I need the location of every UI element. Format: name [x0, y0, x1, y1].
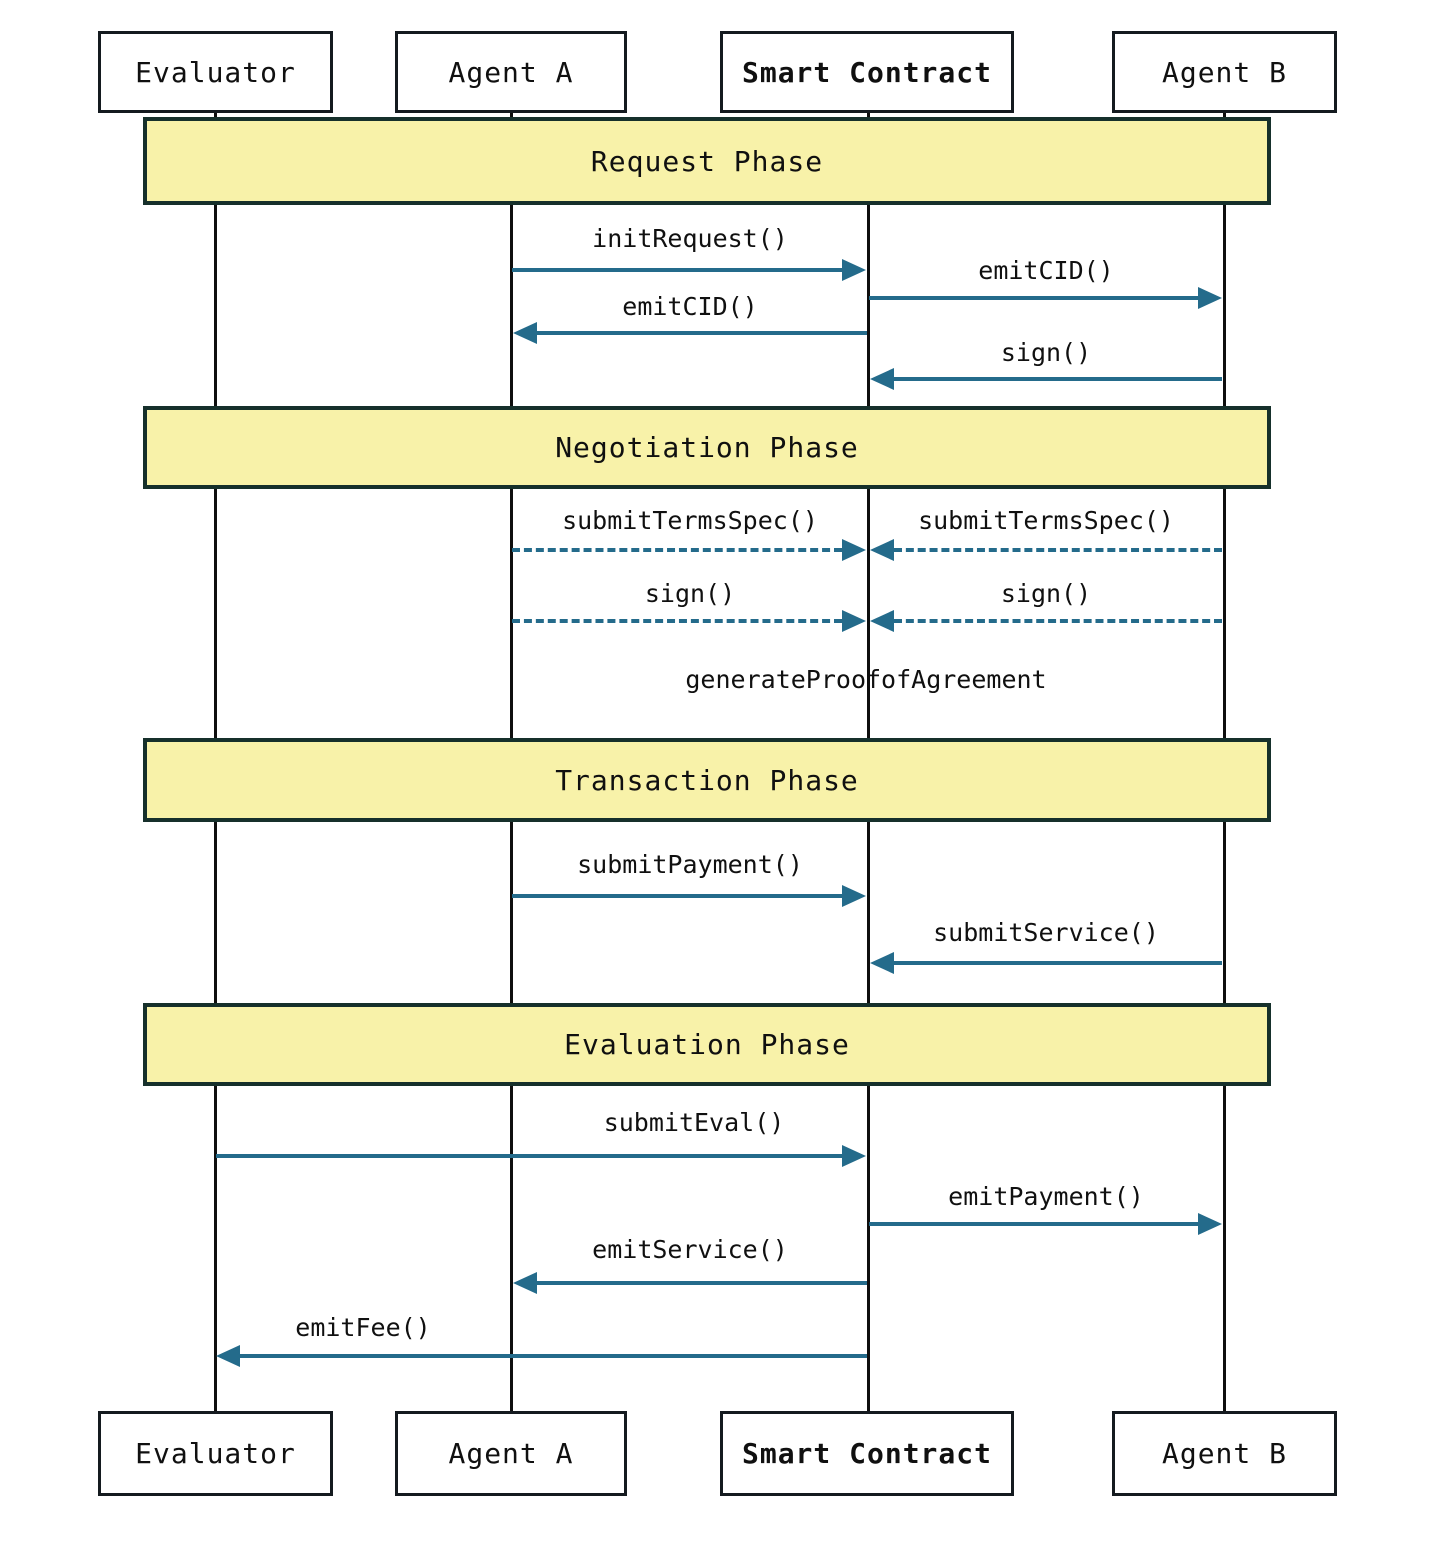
actor-box-agent-a-top: Agent A [395, 31, 627, 113]
actor-label: Evaluator [135, 55, 296, 89]
phase-band-evaluation: Evaluation Phase [143, 1003, 1271, 1086]
arrowhead-left-icon [513, 1272, 537, 1294]
message-line [869, 1222, 1200, 1226]
actor-box-evaluator-top: Evaluator [98, 31, 333, 113]
actor-label: Smart Contract [741, 1437, 992, 1470]
message-line [894, 619, 1222, 623]
message-label: emitFee() [295, 1313, 431, 1342]
message-line [512, 619, 842, 623]
message-label: sign() [1000, 338, 1092, 367]
phase-band-transaction: Transaction Phase [143, 738, 1271, 822]
message-label: emitCID() [622, 292, 758, 321]
actor-box-agent-b-top: Agent B [1112, 31, 1337, 113]
message-label: submitPayment() [577, 850, 803, 879]
actor-label: Evaluator [135, 1437, 296, 1470]
arrowhead-left-icon [870, 368, 894, 390]
actor-label: Agent B [1161, 1437, 1287, 1470]
actor-box-agent-a-bottom: Agent A [395, 1411, 627, 1496]
message-line [537, 1281, 867, 1285]
arrowhead-right-icon [842, 885, 866, 907]
arrowhead-right-icon [1198, 287, 1222, 309]
actor-box-smart-contract-top: Smart Contract [720, 31, 1014, 113]
arrowhead-left-icon [870, 539, 894, 561]
phase-label: Request Phase [590, 144, 824, 178]
arrowhead-left-icon [870, 610, 894, 632]
arrowhead-right-icon [842, 259, 866, 281]
message-line [894, 377, 1222, 381]
phase-band-request: Request Phase [143, 117, 1271, 205]
actor-box-evaluator-bottom: Evaluator [98, 1411, 333, 1496]
arrowhead-left-icon [513, 322, 537, 344]
message-label: submitTermsSpec() [562, 506, 818, 535]
phase-band-negotiation: Negotiation Phase [143, 406, 1271, 489]
arrowhead-right-icon [842, 610, 866, 632]
message-line [240, 1354, 867, 1358]
actor-label: Agent B [1161, 55, 1287, 89]
message-label: emitCID() [978, 256, 1114, 285]
arrowhead-right-icon [842, 1145, 866, 1167]
message-label: emitService() [592, 1235, 788, 1264]
actor-box-smart-contract-bottom: Smart Contract [720, 1411, 1014, 1496]
message-label: emitPayment() [948, 1182, 1144, 1211]
message-line [216, 1154, 844, 1158]
message-label: submitEval() [603, 1108, 785, 1137]
phase-label: Transaction Phase [555, 763, 859, 797]
message-label: sign() [1000, 579, 1092, 608]
message-label: submitService() [933, 918, 1159, 947]
phase-label: Negotiation Phase [555, 431, 859, 464]
message-line [869, 296, 1200, 300]
phase-label: Evaluation Phase [564, 1028, 850, 1061]
arrowhead-right-icon [1198, 1213, 1222, 1235]
message-line [512, 548, 842, 552]
message-label: initRequest() [592, 224, 788, 253]
message-line [512, 268, 844, 272]
actor-label: Agent A [448, 1437, 574, 1470]
message-line [512, 894, 844, 898]
message-label: sign() [644, 579, 736, 608]
actor-box-agent-b-bottom: Agent B [1112, 1411, 1337, 1496]
message-line [894, 961, 1222, 965]
message-line [537, 331, 867, 335]
message-line [894, 548, 1222, 552]
message-label: submitTermsSpec() [918, 506, 1174, 535]
arrowhead-right-icon [842, 539, 866, 561]
arrowhead-left-icon [216, 1345, 240, 1367]
note-generate-proof-of-agreement: generateProofofAgreement [685, 665, 1047, 694]
actor-label: Smart Contract [741, 55, 992, 89]
actor-label: Agent A [448, 55, 574, 89]
arrowhead-left-icon [870, 952, 894, 974]
